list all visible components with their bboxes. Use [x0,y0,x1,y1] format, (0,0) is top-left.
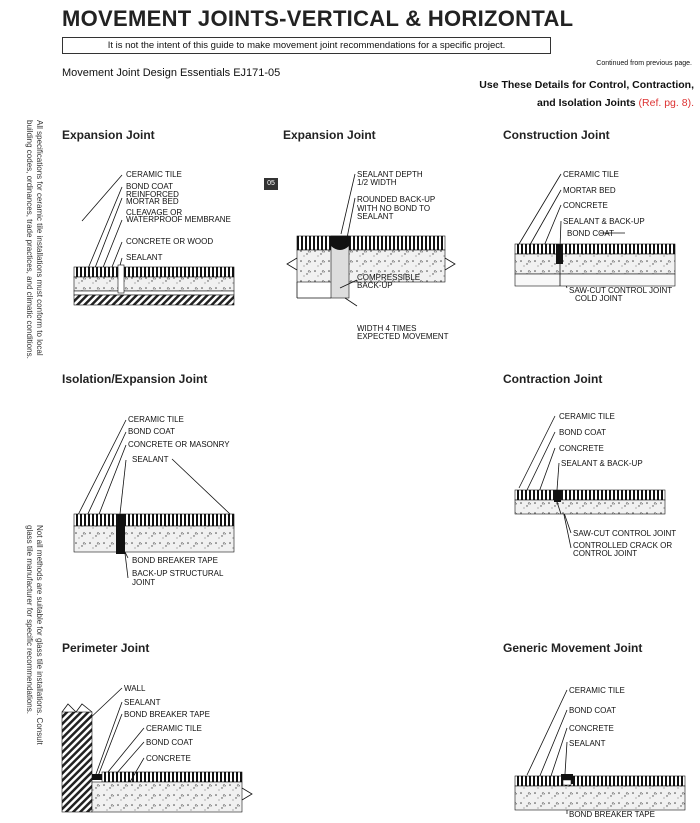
label-half-width: 1/2 WIDTH [357,178,397,187]
side-note-top: All specifications for ceramic tile inst… [24,120,44,359]
label-bond-coat: BOND COAT [146,738,193,747]
side-note-top-line1: All specifications for ceramic tile inst… [35,120,44,356]
label-sealant: SEALANT [569,739,606,748]
use-details-line2: and Isolation Joints (Ref. pg. 8). [364,94,694,112]
label-wall: WALL [124,684,146,693]
page-badge: 05 [264,178,278,190]
label-saw-cut: SAW-CUT CONTROL JOINT [573,529,676,538]
generic-movement-joint-diagram: CERAMIC TILE BOND COAT CONCRETE SEALANT … [514,686,686,819]
label-concrete: CONCRETE [563,201,608,210]
label-concrete: CONCRETE [569,724,614,733]
label-ceramic-tile: CERAMIC TILE [569,686,625,695]
label-bond-breaker: BOND BREAKER TAPE [124,710,210,719]
label-compressible: COMPRESSIBLE [357,273,420,282]
label-saw-cut: SAW-CUT CONTROL JOINT [569,286,672,295]
side-note-top-line2: building codes, ordinances, trade practi… [25,120,34,359]
label-backup-structural: BACK-UP STRUCTURAL [132,569,224,578]
label-concrete: CONCRETE [146,754,191,763]
page-reference-link[interactable]: (Ref. pg. 8). [638,97,694,109]
label-concrete-or-wood: CONCRETE OR WOOD [126,237,213,246]
label-bond-coat: BOND COAT [567,229,614,238]
expansion-joint-diagram-2: SEALANT DEPTH 1/2 WIDTH ROUNDED BACK-UP … [286,170,456,341]
label-joint: JOINT [132,578,155,587]
continued-note: Continued from previous page. [596,60,692,67]
label-expected-movement: EXPECTED MOVEMENT [357,332,449,341]
label-mortar-bed: MORTAR BED [563,186,616,195]
label-bond-breaker: BOND BREAKER TAPE [132,556,218,565]
side-note-bottom-line1: Not all methods are suitable for glass t… [35,525,44,745]
contraction-joint-diagram: CERAMIC TILE BOND COAT CONCRETE SEALANT … [514,412,676,558]
label-concrete-masonry: CONCRETE OR MASONRY [128,440,230,449]
isolation-joint-diagram: CERAMIC TILE BOND COAT CONCRETE OR MASON… [73,415,235,587]
label-ceramic-tile: CERAMIC TILE [559,412,615,421]
label-controlled-crack: CONTROLLED CRACK OR [573,541,672,550]
side-note-bottom-line2: glass tile manufacturer for specific rec… [25,525,34,714]
expansion-joint-title-1: Expansion Joint [62,128,155,142]
label-cleavage: CLEAVAGE OR [126,208,182,217]
use-details-note: Use These Details for Control, Contracti… [364,76,694,112]
expansion-joint-title-2: Expansion Joint [283,128,376,142]
label-bond-coat: BOND COAT [569,706,616,715]
contraction-joint-title: Contraction Joint [503,372,603,386]
use-details-line2-text: and Isolation Joints [537,97,636,109]
label-bond-coat: BOND COAT [559,428,606,437]
use-details-line1: Use These Details for Control, Contracti… [479,79,694,91]
label-ceramic-tile: CERAMIC TILE [128,415,184,424]
label-bond-breaker: BOND BREAKER TAPE [569,810,655,819]
construction-joint-title: Construction Joint [503,128,610,142]
tile-layer [73,266,235,278]
side-note-bottom: Not all methods are suitable for glass t… [24,525,44,745]
page-title: MOVEMENT JOINTS-VERTICAL & HORIZONTAL [62,6,574,31]
label-sealant: SEALANT [132,455,169,464]
perimeter-joint-diagram: WALL SEALANT BOND BREAKER TAPE CERAMIC T… [61,684,253,813]
label-ceramic-tile: CERAMIC TILE [126,170,182,179]
expansion-joint-diagram-1: CERAMIC TILE BOND COAT REINFORCED MORTAR… [73,170,235,306]
isolation-joint-sealant [116,514,125,554]
label-no-bond: WITH NO BOND TO [357,204,430,213]
label-sealant-backup: SEALANT & BACK-UP [561,459,643,468]
label-waterproof-membrane: WATERPROOF MEMBRANE [126,215,231,224]
disclaimer-box: It is not the intent of this guide to ma… [62,37,551,54]
label-sealant: SEALANT [124,698,161,707]
document-reference: Movement Joint Design Essentials EJ171-0… [62,67,281,79]
label-rounded-backup: ROUNDED BACK-UP [357,195,435,204]
label-bond-coat: BOND COAT [128,427,175,436]
generic-movement-joint-title: Generic Movement Joint [503,641,643,655]
perimeter-joint-title: Perimeter Joint [62,641,150,655]
label-sealant-2: SEALANT [357,212,394,221]
wall-section [61,711,93,813]
construction-joint-diagram: CERAMIC TILE MORTAR BED CONCRETE SEALANT… [514,170,676,303]
label-concrete: CONCRETE [559,444,604,453]
label-reinforced: REINFORCED [126,190,179,199]
label-ceramic-tile: CERAMIC TILE [146,724,202,733]
label-sealant-depth: SEALANT DEPTH [357,170,423,179]
label-width-4-times: WIDTH 4 TIMES [357,324,416,333]
label-ceramic-tile: CERAMIC TILE [563,170,619,179]
label-sealant-backup: SEALANT & BACK-UP [563,217,645,226]
label-sealant: SEALANT [126,253,163,262]
isolation-joint-title: Isolation/Expansion Joint [62,372,208,386]
label-mortar-bed: MORTAR BED [126,197,179,206]
label-backup: BACK-UP [357,281,393,290]
label-control-joint: CONTROL JOINT [573,549,637,558]
label-bond-coat: BOND COAT [126,182,173,191]
joint-gap [117,264,125,294]
label-cold-joint: COLD JOINT [575,294,623,303]
